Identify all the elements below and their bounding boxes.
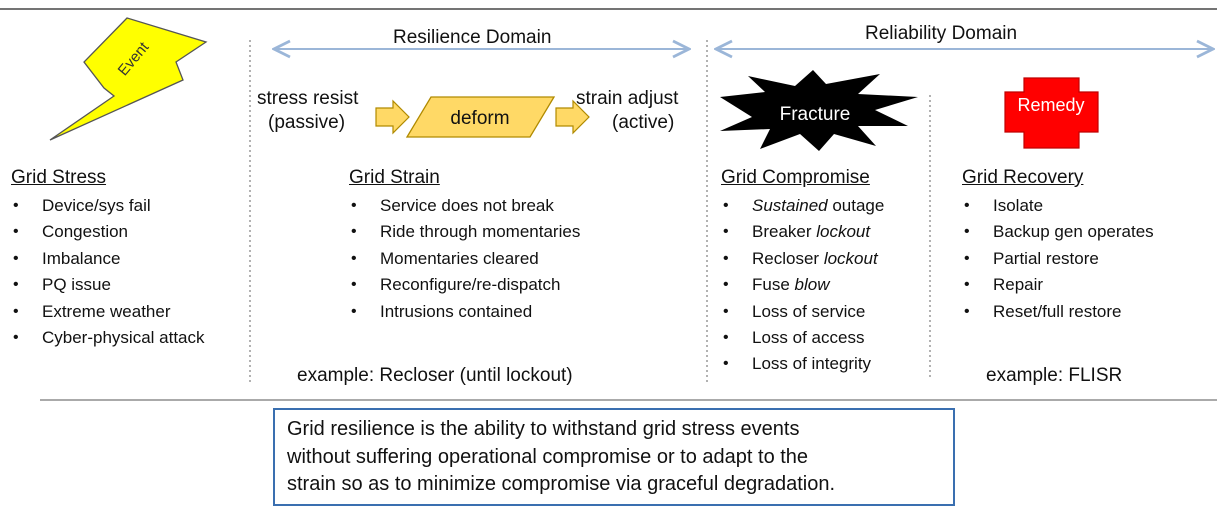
list-item: Fuse blow (721, 274, 884, 300)
list-item: Partial restore (962, 248, 1154, 274)
list-item: Backup gen operates (962, 221, 1154, 247)
lightning-bolt-icon: Event (49, 17, 208, 141)
list-item: Reconfigure/re-dispatch (349, 274, 580, 300)
list-item: Service does not break (349, 195, 580, 221)
fracture-label: Fracture (780, 104, 851, 125)
list-item: Imbalance (11, 248, 205, 274)
block-arrow-right (555, 99, 590, 135)
deform-label: deform (450, 108, 509, 129)
resilience-domain-label: Resilience Domain (393, 27, 552, 48)
list-item: Cyber-physical attack (11, 327, 205, 353)
list-item: Extreme weather (11, 301, 205, 327)
list-item: Intrusions contained (349, 301, 580, 327)
definition-line-2: without suffering operational compromise… (287, 445, 809, 468)
grid-stress-list: Device/sys fail Congestion Imbalance PQ … (11, 195, 205, 353)
list-item: Ride through momentaries (349, 221, 580, 247)
grid-recovery-example: example: FLISR (986, 365, 1123, 386)
list-item: Repair (962, 274, 1154, 300)
list-item: Loss of integrity (721, 353, 884, 379)
list-item: Device/sys fail (11, 195, 205, 221)
grid-compromise-heading: Grid Compromise (721, 167, 870, 188)
reliability-domain-label: Reliability Domain (865, 23, 1018, 44)
list-item: Sustained outage (721, 195, 884, 221)
strain-adjust-line-2: (active) (612, 112, 675, 133)
grid-recovery-list: Isolate Backup gen operates Partial rest… (962, 195, 1154, 327)
list-item: PQ issue (11, 274, 205, 300)
grid-strain-heading: Grid Strain (349, 167, 440, 188)
grid-recovery-heading: Grid Recovery (962, 167, 1084, 188)
list-item: Loss of access (721, 327, 884, 353)
list-item: Isolate (962, 195, 1154, 221)
remedy-cross-icon: Remedy (1004, 77, 1099, 149)
list-item: Reset/full restore (962, 301, 1154, 327)
remedy-label: Remedy (1017, 95, 1084, 115)
list-item: Momentaries cleared (349, 248, 580, 274)
definition-line-1: Grid resilience is the ability to withst… (287, 418, 800, 440)
deform-shape: deform (405, 96, 556, 138)
grid-strain-example: example: Recloser (until lockout) (297, 365, 573, 386)
list-item: Recloser lockout (721, 248, 884, 274)
grid-compromise-list: Sustained outage Breaker lockout Reclose… (721, 195, 884, 380)
definition-line-3: strain so as to minimize compromise via … (287, 473, 836, 495)
list-item: Breaker lockout (721, 221, 884, 247)
block-arrow-left (375, 99, 410, 135)
fracture-starburst-icon: Fracture (720, 70, 918, 151)
stress-resist-line-2: (passive) (268, 112, 346, 133)
grid-strain-list: Service does not break Ride through mome… (349, 195, 580, 327)
grid-stress-heading: Grid Stress (11, 167, 107, 188)
list-item: Loss of service (721, 301, 884, 327)
stress-resist-label: stress resist (passive) (257, 87, 358, 135)
list-item: Congestion (11, 221, 205, 247)
strain-adjust-label: strain adjust (active) (576, 87, 678, 135)
stress-resist-line-1: stress resist (257, 88, 359, 109)
strain-adjust-line-1: strain adjust (576, 88, 679, 109)
definition-box: Grid resilience is the ability to withst… (273, 408, 955, 506)
